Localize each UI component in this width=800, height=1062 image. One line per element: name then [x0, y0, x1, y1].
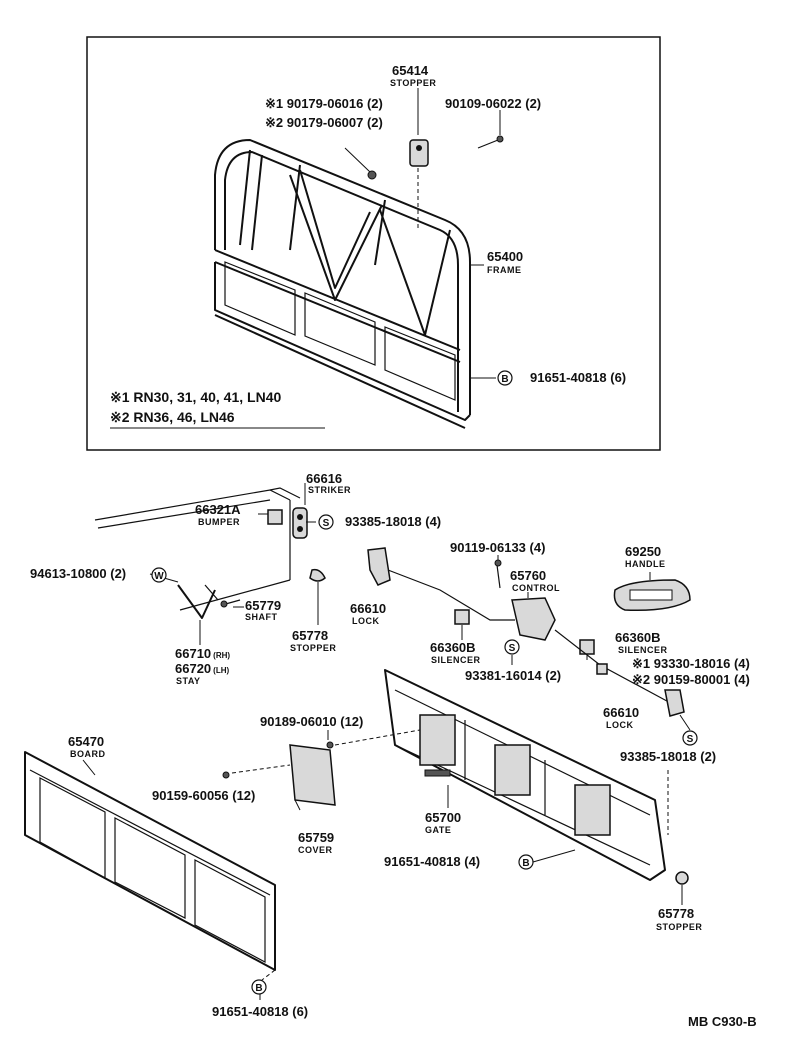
svg-text:B: B [255, 983, 262, 994]
label-silencer-b: SILENCER [618, 645, 668, 655]
label-90119: 90119-06133 (4) [450, 540, 545, 555]
label-94613: 94613-10800 (2) [30, 566, 126, 581]
note-1: ※1 RN30, 31, 40, 41, LN40 [110, 389, 281, 405]
label-66710: 66710(RH) [175, 646, 230, 661]
mark-b-mid: B [518, 854, 534, 870]
label-66360b-b: 66360B [615, 630, 661, 645]
label-91651-bottom: 91651-40818 (6) [212, 1004, 308, 1019]
label-board: BOARD [70, 749, 106, 759]
svg-text:S: S [687, 734, 694, 745]
frame-drawing [214, 135, 504, 429]
label-lock-b: LOCK [606, 720, 634, 730]
cover-drawing [222, 741, 336, 806]
board-drawing [24, 751, 276, 971]
label-65759: 65759 [298, 830, 334, 845]
label-66610-a: 66610 [350, 601, 386, 616]
label-90179-06007: ※2 90179-06007 (2) [265, 115, 383, 130]
label-65414: 65414 [392, 63, 429, 78]
label-65760: 65760 [510, 568, 546, 583]
label-65778-a: 65778 [292, 628, 328, 643]
label-stopper-65414: STOPPER [390, 78, 436, 88]
label-90159-8: ※2 90159-80001 (4) [632, 672, 750, 687]
label-66616: 66616 [306, 471, 342, 486]
label-65778-b: 65778 [658, 906, 694, 921]
label-gate: GATE [425, 825, 451, 835]
mark-s-lock: S [682, 730, 698, 746]
diagram-code: MB C930-B [688, 1014, 757, 1029]
note-2: ※2 RN36, 46, LN46 [110, 409, 235, 425]
label-93330: ※1 93330-18016 (4) [632, 656, 750, 671]
label-66720: 66720(LH) [175, 661, 229, 676]
frame-inset-box [86, 36, 661, 451]
label-93385-a: 93385-18018 (4) [345, 514, 441, 529]
label-69250: 69250 [625, 544, 661, 559]
label-silencer-a: SILENCER [431, 655, 481, 665]
gate-drawing [384, 669, 689, 885]
label-90159-6: 90159-60056 (12) [152, 788, 255, 803]
label-stay: STAY [176, 676, 201, 686]
svg-text:B: B [501, 374, 508, 385]
control-drawing [367, 547, 691, 717]
label-90189: 90189-06010 (12) [260, 714, 363, 729]
mark-s-striker: S [318, 514, 334, 530]
label-65400: 65400 [487, 249, 523, 264]
label-65779: 65779 [245, 598, 281, 613]
svg-text:S: S [323, 518, 330, 529]
label-66360b-a: 66360B [430, 640, 476, 655]
label-frame: FRAME [487, 265, 522, 275]
label-91651-mid: 91651-40818 (4) [384, 854, 480, 869]
label-65700: 65700 [425, 810, 461, 825]
mark-w: W [151, 567, 167, 583]
label-90179-06016: ※1 90179-06016 (2) [265, 96, 383, 111]
label-cover: COVER [298, 845, 333, 855]
label-stopper-b: STOPPER [656, 922, 702, 932]
label-stopper-a: STOPPER [290, 643, 336, 653]
label-91651-top: 91651-40818 (6) [530, 370, 626, 385]
label-handle: HANDLE [625, 559, 666, 569]
label-93385-b: 93385-18018 (2) [620, 749, 716, 764]
svg-text:S: S [509, 643, 516, 654]
bed-side-drawing [94, 487, 326, 619]
label-66610-b: 66610 [603, 705, 639, 720]
label-control: CONTROL [512, 583, 560, 593]
label-shaft: SHAFT [245, 612, 278, 622]
svg-text:B: B [522, 858, 529, 869]
label-bumper: BUMPER [198, 517, 240, 527]
label-93381: 93381-16014 (2) [465, 668, 561, 683]
svg-text:W: W [154, 571, 164, 582]
label-65470: 65470 [68, 734, 104, 749]
label-striker: STRIKER [308, 485, 351, 495]
label-90109-06022: 90109-06022 (2) [445, 96, 541, 111]
mark-s-control: S [504, 639, 520, 655]
label-lock-a: LOCK [352, 616, 380, 626]
mark-b-top: B [497, 370, 513, 386]
mark-b-bottom: B [251, 979, 267, 995]
label-66321a: 66321A [195, 502, 241, 517]
